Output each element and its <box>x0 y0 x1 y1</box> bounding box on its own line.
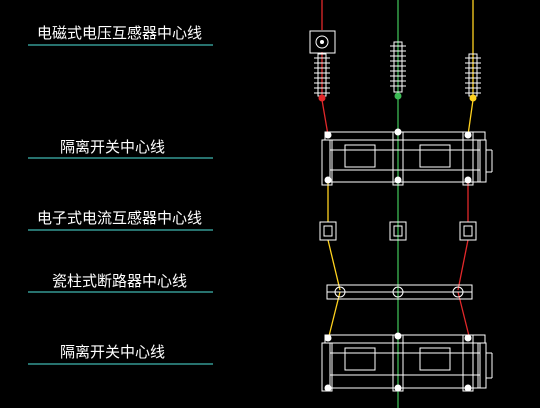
vt-box <box>309 30 336 54</box>
phase-wires <box>321 0 474 408</box>
ect-b <box>389 221 407 241</box>
disconnector-2 <box>321 332 493 392</box>
phase-c-wire-bot <box>457 291 471 341</box>
label-ect-centerline: 电子式电流互感器中心线 <box>37 209 202 227</box>
label-vt-centerline: 电磁式电压互感器中心线 <box>37 24 202 42</box>
phase-a-wire-mid <box>327 180 341 291</box>
insulator-string-b <box>390 41 406 100</box>
insulator-string-a <box>314 53 330 102</box>
label-disconnector-centerline-1: 隔离开关中心线 <box>60 138 165 156</box>
breaker-bar <box>326 284 473 300</box>
ect-c <box>459 221 477 241</box>
phase-c-wire-mid <box>457 180 469 291</box>
label-disconnector-centerline-2: 隔离开关中心线 <box>60 343 165 361</box>
ect-a <box>319 221 337 241</box>
disconnector-1 <box>321 128 493 186</box>
phase-a-wire-bot <box>327 291 341 341</box>
label-group: 电磁式电压互感器中心线 隔离开关中心线 电子式电流互感器中心线 瓷柱式断路器中心… <box>28 24 213 365</box>
insulator-string-c <box>465 53 481 102</box>
label-breaker-centerline: 瓷柱式断路器中心线 <box>52 272 187 290</box>
